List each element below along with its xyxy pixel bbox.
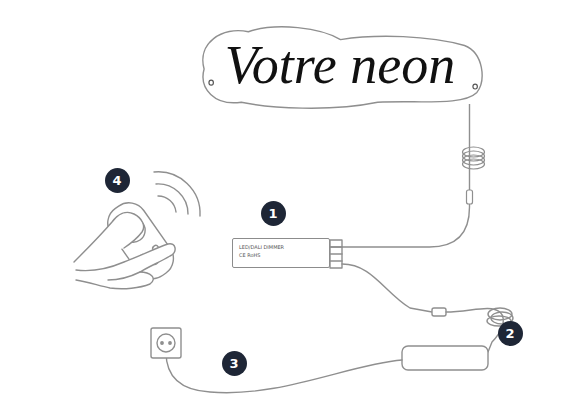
terminal-divider bbox=[330, 260, 342, 261]
device-label: LED/DALI DIMMER bbox=[239, 243, 323, 251]
terminal-block bbox=[330, 240, 342, 268]
signal-wave bbox=[158, 196, 176, 212]
power-cable bbox=[342, 264, 432, 312]
mains-cable bbox=[166, 352, 402, 393]
signal-wave bbox=[156, 184, 188, 214]
neon-sign: Votre neon bbox=[197, 22, 484, 112]
outlet-hole bbox=[161, 342, 163, 344]
wall-outlet bbox=[151, 328, 181, 358]
device-label: CE RoHS bbox=[239, 251, 323, 259]
callout-number: 4 bbox=[112, 174, 121, 187]
terminal-divider bbox=[330, 253, 342, 254]
sign-text: Votre neon bbox=[197, 38, 484, 92]
hand-crease bbox=[108, 272, 140, 280]
callout-number: 2 bbox=[505, 327, 514, 340]
led-cable bbox=[330, 104, 470, 247]
outlet-hole bbox=[169, 342, 171, 344]
callout-number: 3 bbox=[229, 357, 238, 370]
hand-fingers bbox=[76, 244, 175, 289]
hand-thumb bbox=[74, 212, 144, 262]
signal-wave bbox=[154, 172, 200, 216]
outlet-socket bbox=[157, 334, 175, 352]
callout-number: 3 bbox=[222, 351, 247, 376]
callout-number: 1 bbox=[268, 207, 277, 220]
power-adapter bbox=[402, 346, 488, 370]
controller-box: LED/DALI DIMMERCE RoHS bbox=[232, 238, 330, 268]
cable-coil bbox=[463, 159, 485, 169]
cable-connector bbox=[432, 308, 446, 316]
cable-connector bbox=[467, 190, 473, 204]
callout-number: 1 bbox=[261, 201, 286, 226]
callout-number: 2 bbox=[498, 321, 523, 346]
callout-number: 4 bbox=[105, 168, 130, 193]
